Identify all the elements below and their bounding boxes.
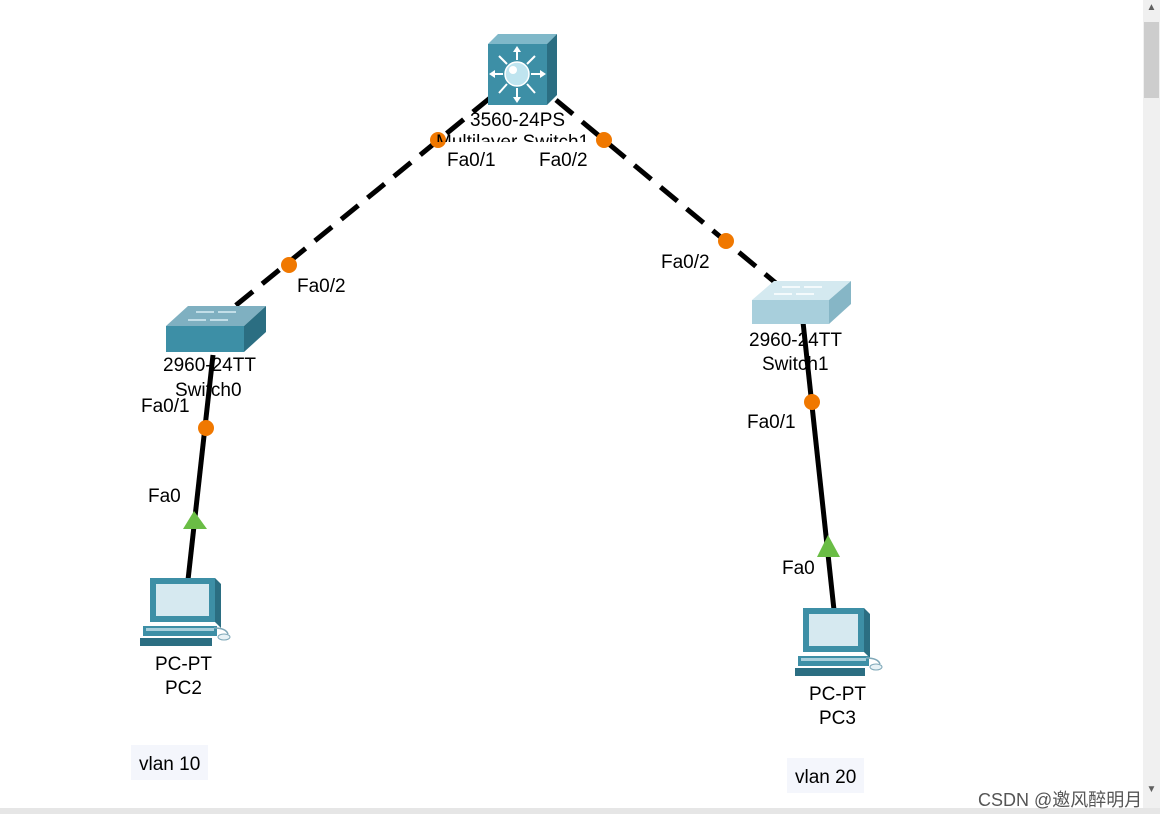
port-label-pc3-fa0: Fa0 — [782, 558, 815, 579]
switch-icon[interactable] — [166, 306, 266, 352]
switch1-name-label: Switch1 — [762, 354, 829, 375]
port-indicator-sw1-fa01 — [804, 394, 820, 410]
switch0-name-label: Switch0 — [175, 380, 242, 401]
port-label-ml-fa01: Fa0/1 — [447, 150, 496, 171]
port-indicator-sw1-fa02 — [718, 233, 734, 249]
link-switch0-pc2[interactable] — [185, 354, 216, 581]
topology-canvas — [140, 34, 883, 676]
scroll-up-icon[interactable]: ▲ — [1146, 2, 1157, 13]
vertical-scrollbar[interactable] — [1143, 0, 1160, 808]
scrollbar-thumb[interactable] — [1144, 22, 1159, 98]
port-label-ml-fa02: Fa0/2 — [539, 150, 588, 171]
multilayer-model-label: 3560-24PS — [470, 110, 566, 131]
vlan-note-left[interactable]: vlan 10 — [131, 745, 209, 780]
pc3-model-label: PC-PT — [809, 684, 866, 705]
port-label-sw0-fa01: Fa0/1 — [141, 396, 190, 417]
port-indicator-ml-fa02 — [596, 132, 612, 148]
pc-icon[interactable] — [795, 608, 883, 676]
switch-icon[interactable] — [752, 281, 851, 324]
port-label-pc2-fa0: Fa0 — [148, 486, 181, 507]
watermark: CSDN @邀风醉明月 — [978, 790, 1143, 810]
topology-workspace[interactable]: 3560-24PS Multilayer Switch1 2960-24TT S… — [0, 0, 1143, 808]
pc3-name-label: PC3 — [819, 708, 856, 729]
port-label-sw0-fa02: Fa0/2 — [297, 276, 346, 297]
vlan-note-right[interactable]: vlan 20 — [787, 758, 865, 793]
scroll-down-icon[interactable]: ▼ — [1146, 784, 1157, 795]
port-indicator-sw0-fa02 — [281, 257, 297, 273]
pc2-name-label: PC2 — [165, 678, 202, 699]
port-label-sw1-fa02: Fa0/2 — [661, 252, 710, 273]
port-indicator-ml-fa01 — [430, 132, 446, 148]
port-label-sw1-fa01: Fa0/1 — [747, 412, 796, 433]
multilayer-name-label: Multilayer Switch1 — [436, 132, 590, 153]
switch1-model-label: 2960-24TT — [749, 330, 842, 351]
switch0-model-label: 2960-24TT — [163, 355, 256, 376]
link-ml-switch1[interactable] — [554, 98, 779, 286]
port-indicator-pc3-fa0 — [817, 535, 840, 557]
horizontal-scrollbar[interactable] — [0, 808, 1160, 814]
multilayer-switch-icon[interactable] — [488, 34, 557, 105]
port-indicator-pc2-fa0 — [183, 511, 207, 529]
port-indicator-sw0-fa01 — [198, 420, 214, 436]
link-ml-switch0[interactable] — [233, 96, 492, 308]
pc2-model-label: PC-PT — [155, 654, 212, 675]
link-switch1-pc3[interactable] — [800, 321, 837, 611]
pc-icon[interactable] — [140, 578, 231, 646]
